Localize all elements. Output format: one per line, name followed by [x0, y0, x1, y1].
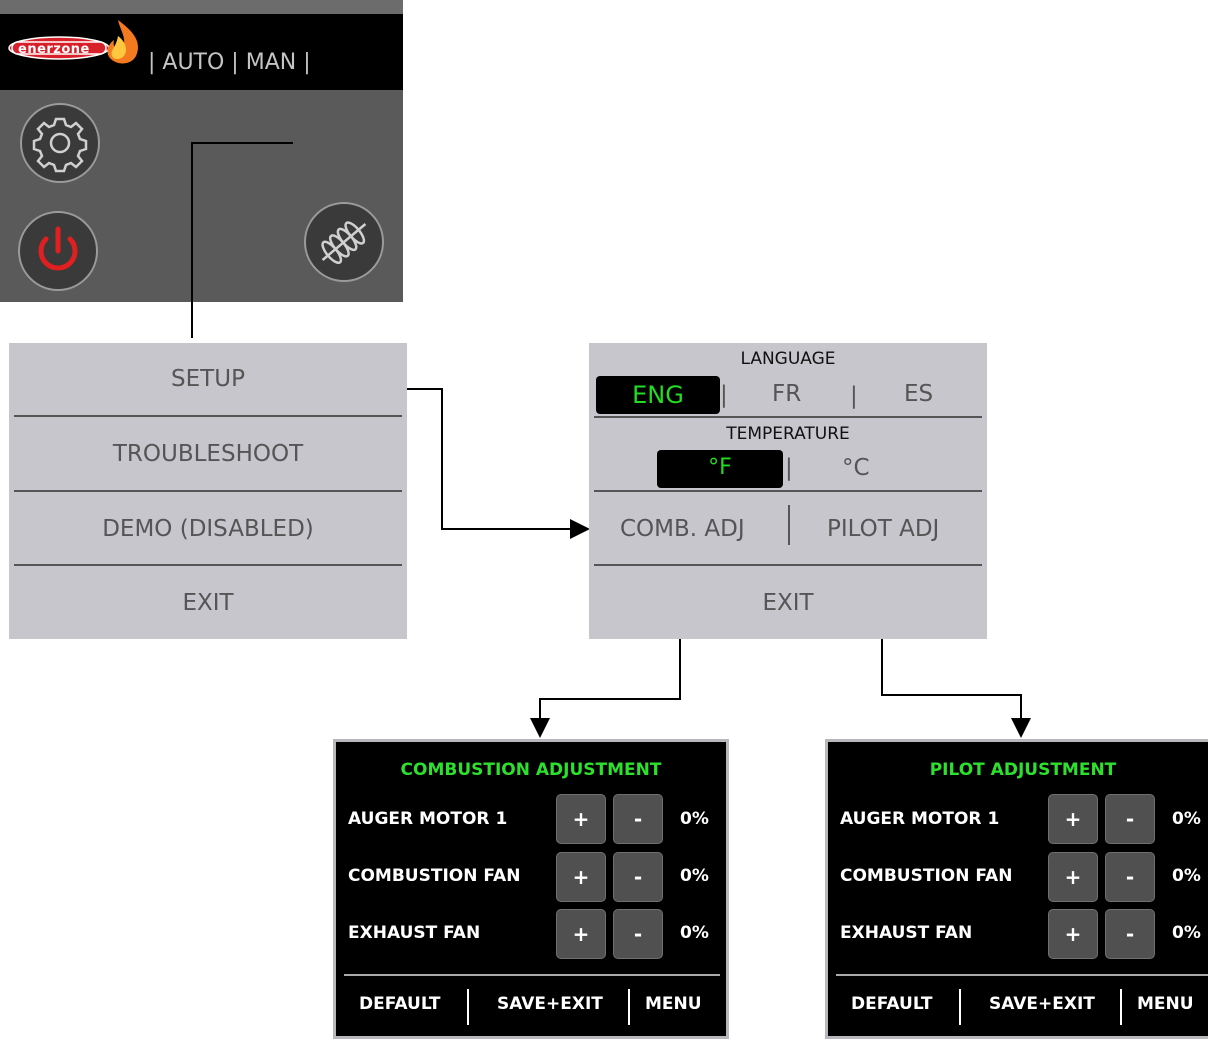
- divider: [628, 989, 630, 1025]
- decrease-button[interactable]: -: [613, 852, 663, 902]
- row-label: AUGER MOTOR 1: [348, 809, 508, 829]
- divider: [594, 564, 982, 566]
- comb-adj-button[interactable]: COMB. ADJ: [620, 516, 745, 542]
- auger-button[interactable]: [304, 202, 384, 282]
- menu-button[interactable]: MENU: [1137, 994, 1194, 1014]
- decrease-button[interactable]: -: [613, 794, 663, 844]
- divider: [344, 974, 720, 976]
- divider: [14, 490, 402, 492]
- language-fr-option[interactable]: FR: [772, 381, 802, 407]
- power-button[interactable]: [18, 211, 98, 291]
- setup-exit-button[interactable]: EXIT: [762, 590, 814, 616]
- divider: [594, 416, 982, 418]
- combustion-title: COMBUSTION ADJUSTMENT: [400, 760, 662, 780]
- save-exit-button[interactable]: SAVE+EXIT: [497, 994, 603, 1014]
- divider: [14, 564, 402, 566]
- divider: [788, 505, 790, 545]
- combustion-adjustment-screen: COMBUSTION ADJUSTMENT AUGER MOTOR 1 + - …: [333, 739, 729, 1039]
- row-label: EXHAUST FAN: [348, 923, 481, 943]
- menu-item-setup[interactable]: SETUP: [171, 366, 245, 392]
- gear-icon: [32, 117, 88, 173]
- flame-icon: [8, 20, 138, 64]
- pilot-adj-button[interactable]: PILOT ADJ: [827, 516, 940, 542]
- unit-fahrenheit-option[interactable]: °F: [657, 450, 783, 488]
- increase-button[interactable]: +: [1048, 852, 1098, 902]
- mode-indicator[interactable]: | AUTO | MAN |: [148, 50, 311, 75]
- menu-item-troubleshoot[interactable]: TROUBLESHOOT: [112, 441, 304, 467]
- connector-setup-to-setup-panel: [398, 388, 590, 539]
- language-es-option[interactable]: ES: [904, 381, 934, 407]
- home-top-strip: [0, 0, 403, 14]
- separator: |: [785, 455, 793, 481]
- value-readout: 0%: [1172, 866, 1201, 886]
- connector-gear-to-menu: [191, 142, 293, 338]
- temperature-header: TEMPERATURE: [726, 424, 850, 444]
- auger-icon: [321, 221, 367, 264]
- language-header: LANGUAGE: [740, 349, 836, 369]
- value-readout: 0%: [680, 866, 709, 886]
- increase-button[interactable]: +: [1048, 794, 1098, 844]
- logo-text: enerzone: [18, 42, 90, 57]
- divider: [14, 415, 402, 417]
- save-exit-button[interactable]: SAVE+EXIT: [989, 994, 1095, 1014]
- default-button[interactable]: DEFAULT: [851, 994, 933, 1014]
- row-label: AUGER MOTOR 1: [840, 809, 1000, 829]
- increase-button[interactable]: +: [556, 909, 606, 959]
- value-readout: 0%: [1172, 923, 1201, 943]
- enerzone-logo: enerzone: [8, 20, 138, 64]
- divider: [467, 989, 469, 1025]
- divider: [836, 974, 1208, 976]
- home-screen: enerzone | AUTO | MAN |: [0, 0, 403, 302]
- menu-button[interactable]: MENU: [645, 994, 702, 1014]
- divider: [1120, 989, 1122, 1025]
- main-menu: SETUP TROUBLESHOOT DEMO (DISABLED) EXIT: [9, 343, 407, 639]
- row-label: COMBUSTION FAN: [348, 866, 521, 886]
- decrease-button[interactable]: -: [613, 909, 663, 959]
- menu-item-exit[interactable]: EXIT: [182, 590, 234, 616]
- decrease-button[interactable]: -: [1105, 852, 1155, 902]
- default-button[interactable]: DEFAULT: [359, 994, 441, 1014]
- decrease-button[interactable]: -: [1105, 794, 1155, 844]
- unit-celsius-option[interactable]: °C: [842, 455, 870, 481]
- value-readout: 0%: [680, 809, 709, 829]
- language-eng-option[interactable]: ENG: [596, 376, 720, 414]
- increase-button[interactable]: +: [556, 852, 606, 902]
- row-label: EXHAUST FAN: [840, 923, 973, 943]
- row-label: COMBUSTION FAN: [840, 866, 1013, 886]
- increase-button[interactable]: +: [1048, 909, 1098, 959]
- value-readout: 0%: [1172, 809, 1201, 829]
- separator: |: [850, 383, 858, 409]
- power-icon: [38, 226, 78, 271]
- setup-panel: LANGUAGE ENG | FR | ES TEMPERATURE °F | …: [589, 343, 987, 639]
- settings-button[interactable]: [20, 103, 100, 183]
- menu-item-demo[interactable]: DEMO (DISABLED): [102, 516, 314, 542]
- divider: [594, 490, 982, 492]
- divider: [959, 989, 961, 1025]
- decrease-button[interactable]: -: [1105, 909, 1155, 959]
- pilot-adjustment-screen: PILOT ADJUSTMENT AUGER MOTOR 1 + - 0% CO…: [825, 739, 1208, 1039]
- separator: |: [720, 382, 728, 408]
- value-readout: 0%: [680, 923, 709, 943]
- increase-button[interactable]: +: [556, 794, 606, 844]
- pilot-title: PILOT ADJUSTMENT: [929, 760, 1117, 780]
